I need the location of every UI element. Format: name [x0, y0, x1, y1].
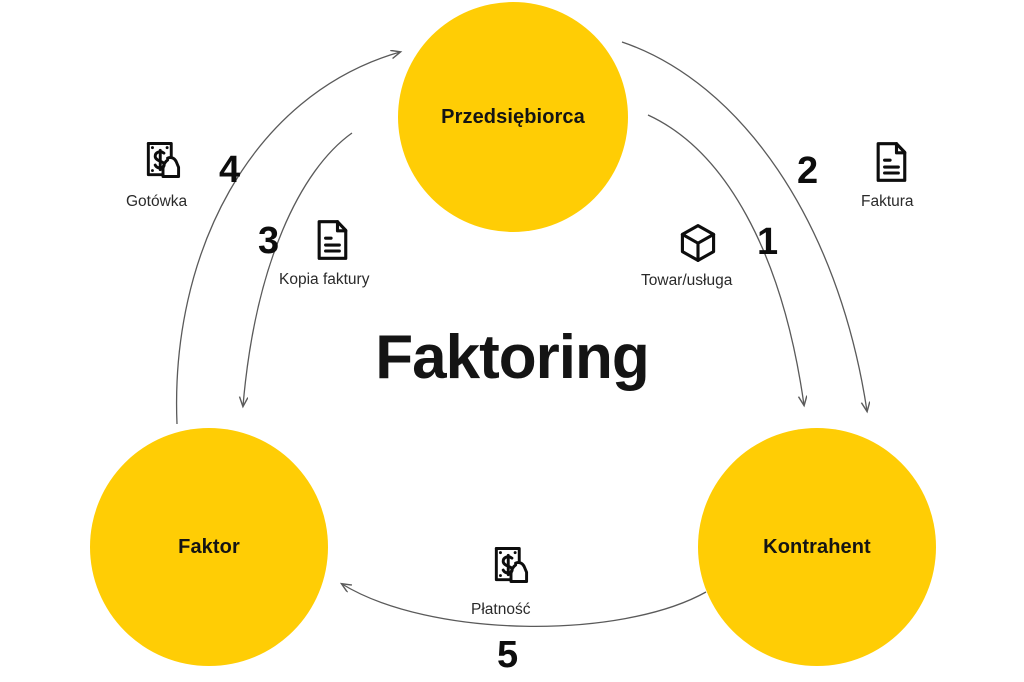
arrow-step-1 — [647, 114, 804, 405]
step-5-number: 5 — [497, 634, 519, 676]
document-icon — [869, 140, 913, 184]
arrow-step-2 — [621, 41, 867, 411]
cash-hand-icon — [141, 138, 185, 182]
node-kontrahent[interactable]: Kontrahent — [698, 428, 936, 666]
step-1-label: Towar/usługa — [641, 272, 733, 289]
step-1-number: 1 — [757, 221, 779, 263]
document-icon — [310, 218, 354, 262]
arrow-step-4 — [175, 52, 400, 425]
node-faktor-label: Faktor — [178, 535, 240, 558]
step-3-label: Kopia faktury — [279, 271, 370, 288]
step-3-number: 3 — [258, 220, 280, 262]
cash-hand-icon — [489, 543, 533, 587]
box-icon — [676, 221, 720, 265]
step-5-label: Płatność — [471, 601, 531, 618]
arrow-step-5 — [342, 584, 707, 627]
node-przedsiebiorca-label: Przedsiębiorca — [441, 105, 585, 128]
step-4-number: 4 — [219, 149, 241, 191]
step-4-label: Gotówka — [126, 193, 188, 210]
step-2-label: Faktura — [861, 193, 914, 210]
step-2-number: 2 — [797, 150, 819, 192]
node-faktor[interactable]: Faktor — [90, 428, 328, 666]
diagram-title: Faktoring — [375, 323, 649, 392]
node-kontrahent-label: Kontrahent — [763, 535, 871, 558]
node-przedsiebiorca[interactable]: Przedsiębiorca — [398, 2, 628, 232]
arrow-step-3 — [243, 132, 353, 406]
